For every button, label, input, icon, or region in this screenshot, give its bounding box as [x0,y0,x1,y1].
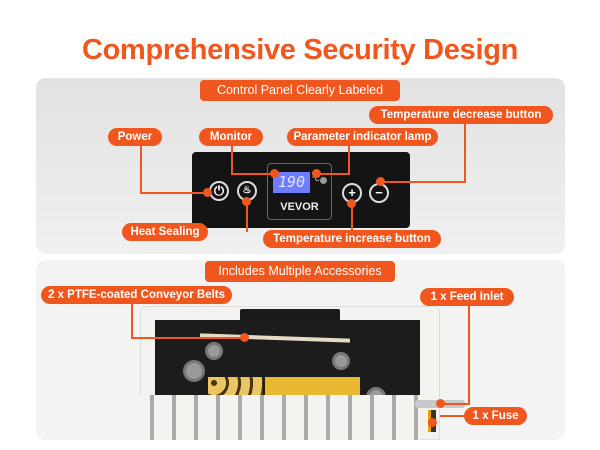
power-label: Power [108,128,162,146]
temperature-decrease-button[interactable]: − [369,183,389,203]
display-box [267,163,332,220]
roller [205,342,223,360]
unit-indicator: °C [312,176,320,183]
front-guard [140,395,420,440]
feed-inlet-label: 1 x Feed Inlet [420,288,514,306]
power-button[interactable]: ⏻ [209,181,229,201]
roller [332,352,350,370]
indicator-lamp-label: Parameter indicator lamp [287,128,438,146]
temperature-decrease-label: Temperature decrease button [369,106,553,124]
brand-logo: VEVOR [280,201,319,213]
lcd-display: 190 [273,172,310,193]
accessories-label: Includes Multiple Accessories [205,261,395,282]
monitor-label: Monitor [199,128,263,146]
temperature-increase-label: Temperature increase button [263,230,441,248]
fuse-label: 1 x Fuse [464,407,527,425]
control-panel-label: Control Panel Clearly Labeled [200,80,400,101]
indicator-lamp [320,177,327,184]
page-title: Comprehensive Security Design [81,34,519,66]
conveyor-belts-label: 2 x PTFE-coated Conveyor Belts [41,286,232,304]
heat-sealing-label: Heat Sealing [122,223,208,241]
top-control-strip [240,309,340,323]
roller [183,360,205,382]
